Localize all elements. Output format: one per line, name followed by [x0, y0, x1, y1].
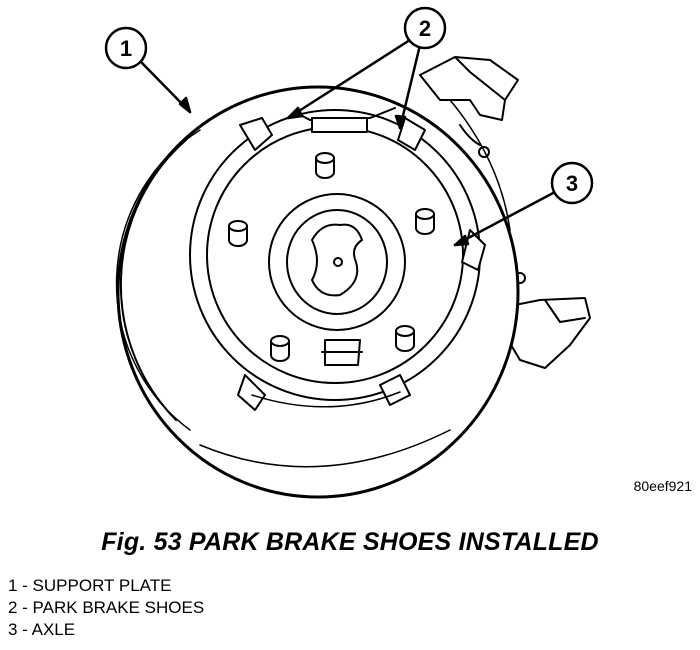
- callout-leaders: [140, 36, 557, 247]
- callout-1: 1: [104, 26, 148, 70]
- legend-item: 2 - PARK BRAKE SHOES: [8, 598, 205, 617]
- brake-assembly-illustration: 1 2 3: [104, 6, 594, 499]
- figure-caption: Fig. 53 PARK BRAKE SHOES INSTALLED: [101, 528, 599, 556]
- callout-3: 3: [550, 161, 594, 205]
- legend: 1 - SUPPORT PLATE 2 - PARK BRAKE SHOES 3…: [8, 575, 204, 641]
- upper-mount-bracket: [419, 56, 519, 158]
- callout-2: 2: [403, 6, 447, 50]
- legend-item: 3 - AXLE: [8, 620, 76, 639]
- callout-3-number: 3: [566, 171, 578, 196]
- legend-item: 1 - SUPPORT PLATE: [8, 576, 172, 595]
- callout-1-number: 1: [120, 36, 132, 61]
- figure-id: 80eef921: [633, 478, 692, 494]
- callout-2-number: 2: [419, 16, 431, 41]
- wheel-studs: [228, 152, 435, 362]
- axle-hub: [268, 193, 406, 366]
